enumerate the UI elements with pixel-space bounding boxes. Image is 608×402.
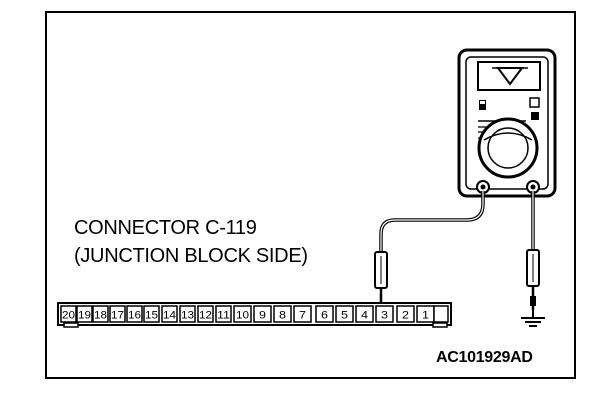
multimeter — [457, 48, 557, 198]
connector-pin-cell — [375, 305, 394, 323]
connector-title: CONNECTOR C-119 — [74, 217, 257, 239]
ground-symbol-icon — [521, 310, 545, 327]
rotary-dial-icon — [477, 117, 539, 179]
connector-pin-label: 10 — [236, 310, 249, 322]
connector-pin-cell — [233, 305, 252, 323]
connector-subtitle: (JUNCTION BLOCK SIDE) — [74, 245, 308, 267]
diagram-frame — [45, 11, 576, 379]
test-lead-negative — [526, 191, 540, 310]
connector-pin-cell — [355, 305, 374, 323]
connector-pin-label: 7 — [299, 310, 306, 322]
connector-pin-label: 1 — [422, 310, 429, 322]
connector-end-cell — [433, 305, 449, 323]
connector-pin-label: 12 — [199, 310, 212, 322]
connector-pin-cell — [60, 305, 77, 323]
connector-pin-cell — [335, 305, 354, 323]
connector-pin-label: 18 — [94, 310, 107, 322]
connector-pin-cell — [92, 305, 109, 323]
connector-pin-label: 9 — [259, 310, 266, 322]
connector-pin-label: 17 — [111, 310, 124, 322]
triangle-down-icon — [492, 67, 528, 86]
connector-pin-cell — [293, 305, 312, 323]
connector-pin-cell — [126, 305, 143, 323]
connector-pin-label: 19 — [78, 310, 91, 322]
connector-pin-cell — [179, 305, 196, 323]
connector-pin-cell — [161, 305, 178, 323]
connector-pin-label: 8 — [279, 310, 286, 322]
connector-pin-cell — [253, 305, 272, 323]
connector-pin-label: 16 — [128, 310, 141, 322]
connector-pin-cell — [315, 305, 334, 323]
connector-pin-cell — [109, 305, 126, 323]
connector-pin-cell — [215, 305, 232, 323]
connector-pin-cell — [273, 305, 292, 323]
v-terminal-icon — [526, 180, 540, 194]
connector-pin-cell — [76, 305, 93, 323]
test-lead-positive — [374, 191, 485, 306]
connector-pin-cell — [143, 305, 160, 323]
connector-pin-label: 13 — [181, 310, 194, 322]
connector-pin-label: 20 — [62, 310, 75, 322]
connector-pin-cell — [197, 305, 214, 323]
connector-pin-label: 2 — [402, 310, 409, 322]
figure-code: AC101929AD — [436, 349, 533, 366]
connector-pin-label: 11 — [217, 310, 230, 322]
connector-pin-label: 6 — [321, 310, 328, 322]
connector-pin-label: 4 — [361, 310, 368, 322]
connector-pin-label: 5 — [341, 310, 348, 322]
connector-pin-label: 15 — [145, 310, 158, 322]
connector-pin-label: 3 — [381, 310, 388, 322]
connector-pin-label: 14 — [163, 310, 176, 322]
connector-pin-cell — [396, 305, 415, 323]
